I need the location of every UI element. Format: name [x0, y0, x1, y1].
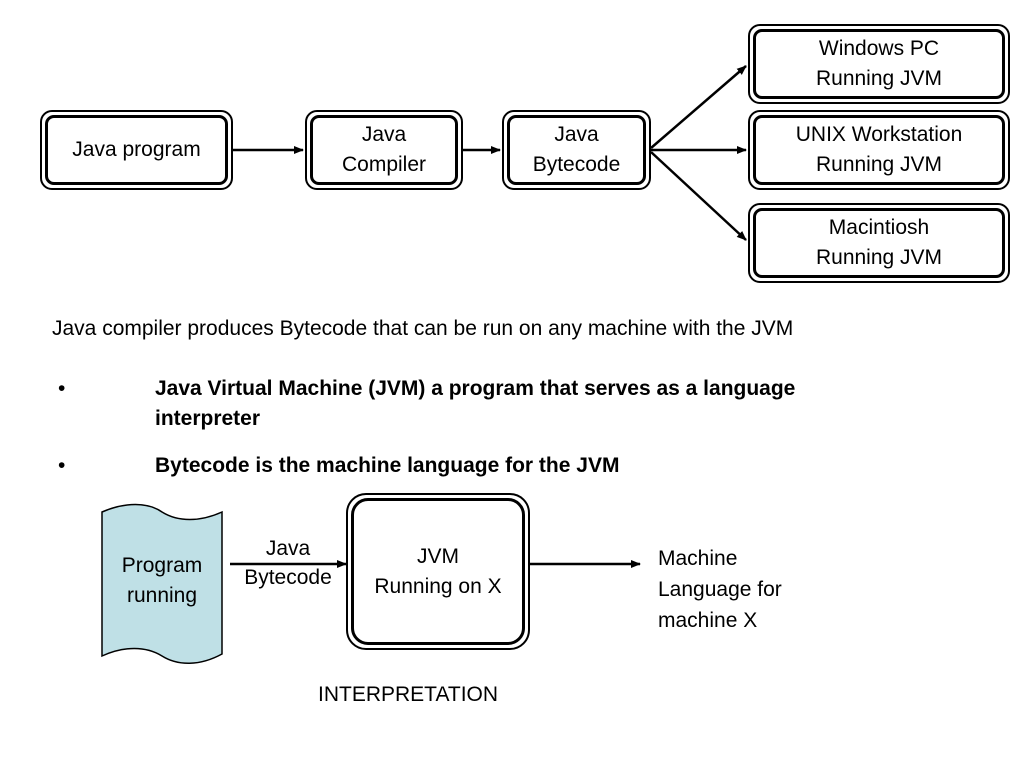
arrow-bytecode-to-windows: [650, 65, 747, 149]
java-bytecode-box: Java Bytecode: [502, 110, 651, 190]
machine-language-label: Machine Language for machine X: [658, 547, 782, 632]
windows-pc-label: Windows PC Running JVM: [815, 37, 943, 90]
unix-workstation-box: UNIX Workstation Running JVM: [748, 110, 1010, 190]
java-compiler-label: Java Compiler: [341, 123, 427, 176]
bullet-2-marker: •: [58, 454, 66, 477]
java-program-label: Java program: [72, 138, 201, 161]
macintosh-box: Macintiosh Running JVM: [748, 203, 1010, 283]
java-program-box: Java program: [40, 110, 233, 190]
jvm-label: JVM Running on X: [374, 544, 502, 598]
bullet-2-text: Bytecode is the machine language for the…: [155, 454, 620, 477]
java-compiler-box: Java Compiler: [305, 110, 463, 190]
program-running-label: Program running: [121, 554, 203, 607]
windows-pc-box: Windows PC Running JVM: [748, 24, 1010, 104]
interpretation-caption: INTERPRETATION: [318, 683, 499, 706]
jvm-box: JVM Running on X: [346, 493, 530, 650]
unix-workstation-label: UNIX Workstation Running JVM: [795, 123, 963, 176]
bullet-1-line-2: interpreter: [155, 407, 261, 430]
arrow-bytecode-to-mac: [650, 151, 747, 241]
macintosh-label: Macintiosh Running JVM: [815, 216, 943, 269]
java-bytecode-label: Java Bytecode: [532, 123, 621, 176]
java-bytecode-arrow-label: Java Bytecode: [244, 537, 332, 589]
intro-text: Java compiler produces Bytecode that can…: [52, 317, 794, 340]
bullet-1-marker: •: [58, 377, 66, 400]
bullet-1-line-1: Java Virtual Machine (JVM) a program tha…: [155, 377, 796, 400]
program-running-scroll: [101, 503, 223, 664]
